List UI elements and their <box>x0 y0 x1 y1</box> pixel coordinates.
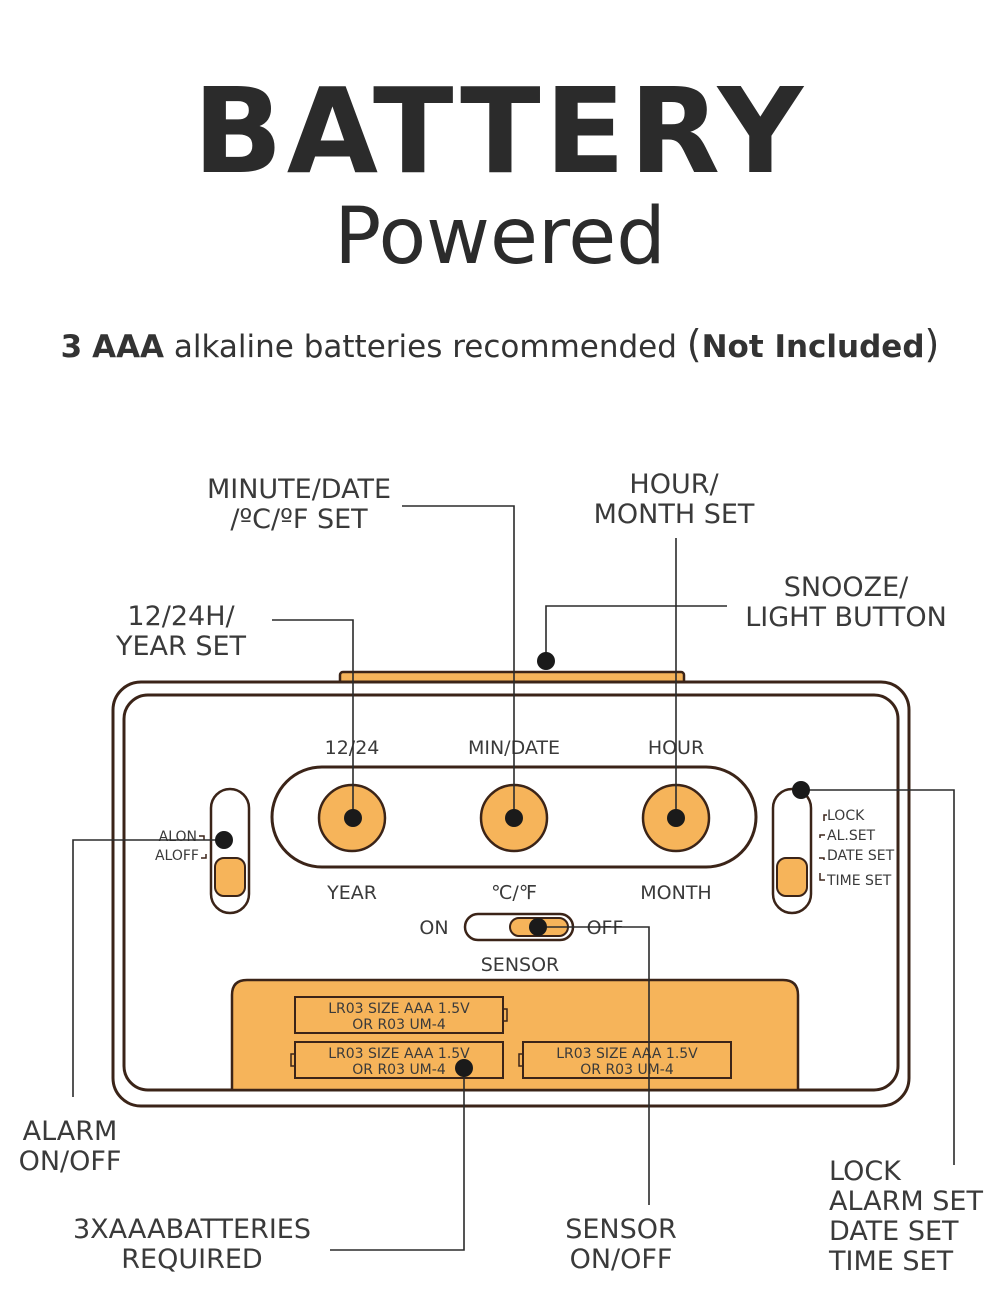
sensor-on-label: ON <box>419 917 448 939</box>
mode-lock-label: LOCK <box>827 808 865 824</box>
callout-sensor-2: ON/OFF <box>570 1244 673 1275</box>
page-subtitle: Powered <box>334 192 666 282</box>
battery-2-line1: LR03 SIZE AAA 1.5V <box>328 1046 470 1062</box>
callout-date-set: DATE SET <box>829 1216 959 1247</box>
dot-sensor-switch <box>529 918 547 936</box>
battery-1-line2: OR R03 UM-4 <box>352 1017 446 1033</box>
callout-time-set: TIME SET <box>828 1246 954 1277</box>
callout-hour-month-2: MONTH SET <box>594 499 755 530</box>
dot-minute-button <box>505 809 523 827</box>
sensor-label: SENSOR <box>481 954 560 976</box>
callout-lock: LOCK <box>829 1156 902 1187</box>
leader-minute-date <box>402 505 515 818</box>
alarm-on-label: ALON <box>159 829 197 845</box>
battery-1-line1: LR03 SIZE AAA 1.5V <box>328 1001 470 1017</box>
leader-year-set <box>272 619 354 818</box>
callout-batteries-1: 3XAAABATTERIES <box>73 1214 311 1245</box>
not-included-note: Not Included <box>701 329 925 365</box>
battery-note-text: alkaline batteries recommended <box>164 329 687 365</box>
paren-open: ( <box>686 322 702 366</box>
battery-compartment <box>230 978 800 1092</box>
sensor-off-label: OFF <box>587 917 624 939</box>
leader-lines <box>72 505 955 1251</box>
battery-count: 3 <box>60 329 83 365</box>
callout-snooze-1: SNOOZE/ <box>784 572 909 603</box>
leader-alarm <box>72 839 223 1097</box>
callout-snooze-2: LIGHT BUTTON <box>745 602 947 633</box>
leader-lock <box>801 789 955 1165</box>
battery-3-terminal <box>518 1053 524 1067</box>
mode-time-set-label: TIME SET <box>826 873 892 889</box>
button-label-temp-unit: ℃/℉ <box>491 882 537 904</box>
dot-year-button <box>344 809 362 827</box>
dot-mode-switch <box>792 781 810 799</box>
callout-batteries-2: REQUIRED <box>121 1244 262 1275</box>
leader-snooze <box>545 605 727 660</box>
battery-2-line2: OR R03 UM-4 <box>352 1062 446 1078</box>
mode-date-set-label: DATE SET <box>827 848 895 864</box>
dot-snooze <box>537 652 555 670</box>
mode-switch-ticks <box>819 814 827 881</box>
dot-battery <box>455 1059 473 1077</box>
battery-3-line2: OR R03 UM-4 <box>580 1062 674 1078</box>
button-label-12-24: 12/24 <box>325 737 380 759</box>
page-title: BATTERY <box>192 62 808 200</box>
callout-alarm-1: ALARM <box>23 1116 118 1147</box>
callout-year-set-2: YEAR SET <box>115 631 247 662</box>
button-label-month: MONTH <box>640 882 711 904</box>
callout-alarm-2: ON/OFF <box>19 1146 122 1177</box>
callout-sensor-1: SENSOR <box>565 1214 677 1245</box>
leader-sensor <box>538 926 650 1205</box>
alarm-off-label: ALOFF <box>155 848 199 864</box>
leader-batteries <box>330 1068 465 1251</box>
alarm-switch-ticks <box>199 835 207 859</box>
dot-alarm-switch <box>215 831 233 849</box>
callout-minute-date-2: /ºC/ºF SET <box>230 504 368 535</box>
button-label-year: YEAR <box>326 882 377 904</box>
callout-alarm-set: ALARM SET <box>829 1186 983 1217</box>
mode-switch-knob[interactable] <box>776 857 808 897</box>
callout-hour-month-1: HOUR/ <box>629 469 719 500</box>
callout-minute-date-1: MINUTE/DATE <box>207 474 391 505</box>
battery-2-terminal <box>290 1053 296 1067</box>
alarm-switch-knob[interactable] <box>214 857 246 897</box>
dot-hour-button <box>667 809 685 827</box>
battery-type: AAA <box>92 329 165 365</box>
battery-1-terminal <box>502 1008 508 1022</box>
battery-3-line1: LR03 SIZE AAA 1.5V <box>556 1046 698 1062</box>
battery-note: 3 AAA alkaline batteries recommended (No… <box>0 322 1000 368</box>
callout-year-set-1: 12/24H/ <box>127 601 235 632</box>
mode-alarm-set-label: AL.SET <box>827 828 876 844</box>
paren-close: ) <box>924 322 940 366</box>
